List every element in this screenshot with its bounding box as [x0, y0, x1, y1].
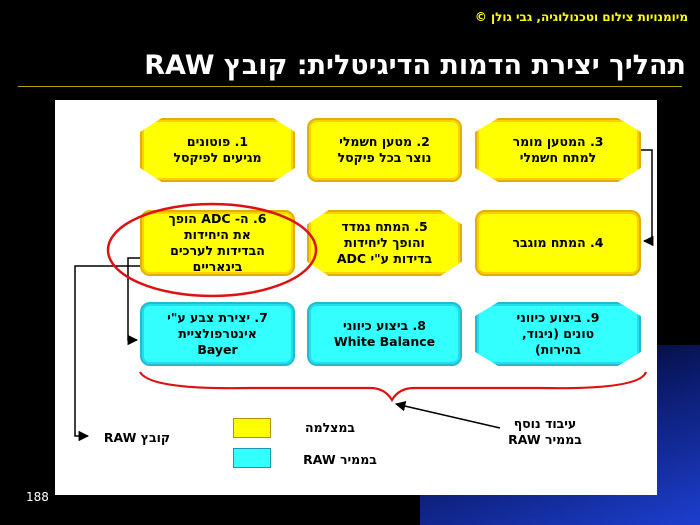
step-3-box: 3. המטען מומר למתח חשמלי	[475, 118, 641, 182]
page-number: 188	[26, 490, 49, 504]
step-8-box: 8. ביצוע כיווני White Balance	[307, 302, 462, 366]
extra-processing-label: עיבוד נוסף בממיר RAW	[508, 416, 582, 447]
step-2-box: 2. מטען חשמלי נוצר בכל פיקסל	[307, 118, 462, 182]
step-6-box: 6. ה- ADC הופך את היחידות הבדידות לערכים…	[140, 210, 295, 276]
legend-camera-label: במצלמה	[304, 420, 356, 435]
slide-title: תהליך יצירת הדמות הדיגיטלית: קובץ RAW	[144, 50, 686, 81]
arrow-3-to-4	[641, 149, 654, 247]
title-underline	[18, 86, 682, 87]
step-7-box: 7. יצירת צבע ע"י אינטרפולציית Bayer	[140, 302, 295, 366]
step-5-box: 5. המתח נמדד והופך ליחידות בדידות ע"י AD…	[307, 210, 462, 276]
step-4-box: 4. המתח מוגבר	[475, 210, 641, 276]
arrow-brace-to-label	[394, 401, 501, 429]
highlight-circle	[106, 202, 318, 298]
step-1-box: 1. פוטונים מגיעים לפיקסל	[140, 118, 295, 182]
red-brace	[139, 371, 648, 403]
legend-camera-swatch	[233, 418, 271, 438]
legend-converter-swatch	[233, 448, 271, 468]
author-credit: מיומנויות צילום וטכנולוגיה, גבי גולן ©	[474, 10, 688, 24]
raw-file-label: קובץ RAW	[103, 430, 171, 445]
arrow-6-to-7	[127, 257, 140, 346]
step-9-box: 9. ביצוע כיווני טונים (ניגוד, בהירות)	[475, 302, 641, 366]
arrow-6-to-raw-file	[74, 265, 140, 442]
legend-converter-label: בממיר RAW	[303, 452, 377, 467]
